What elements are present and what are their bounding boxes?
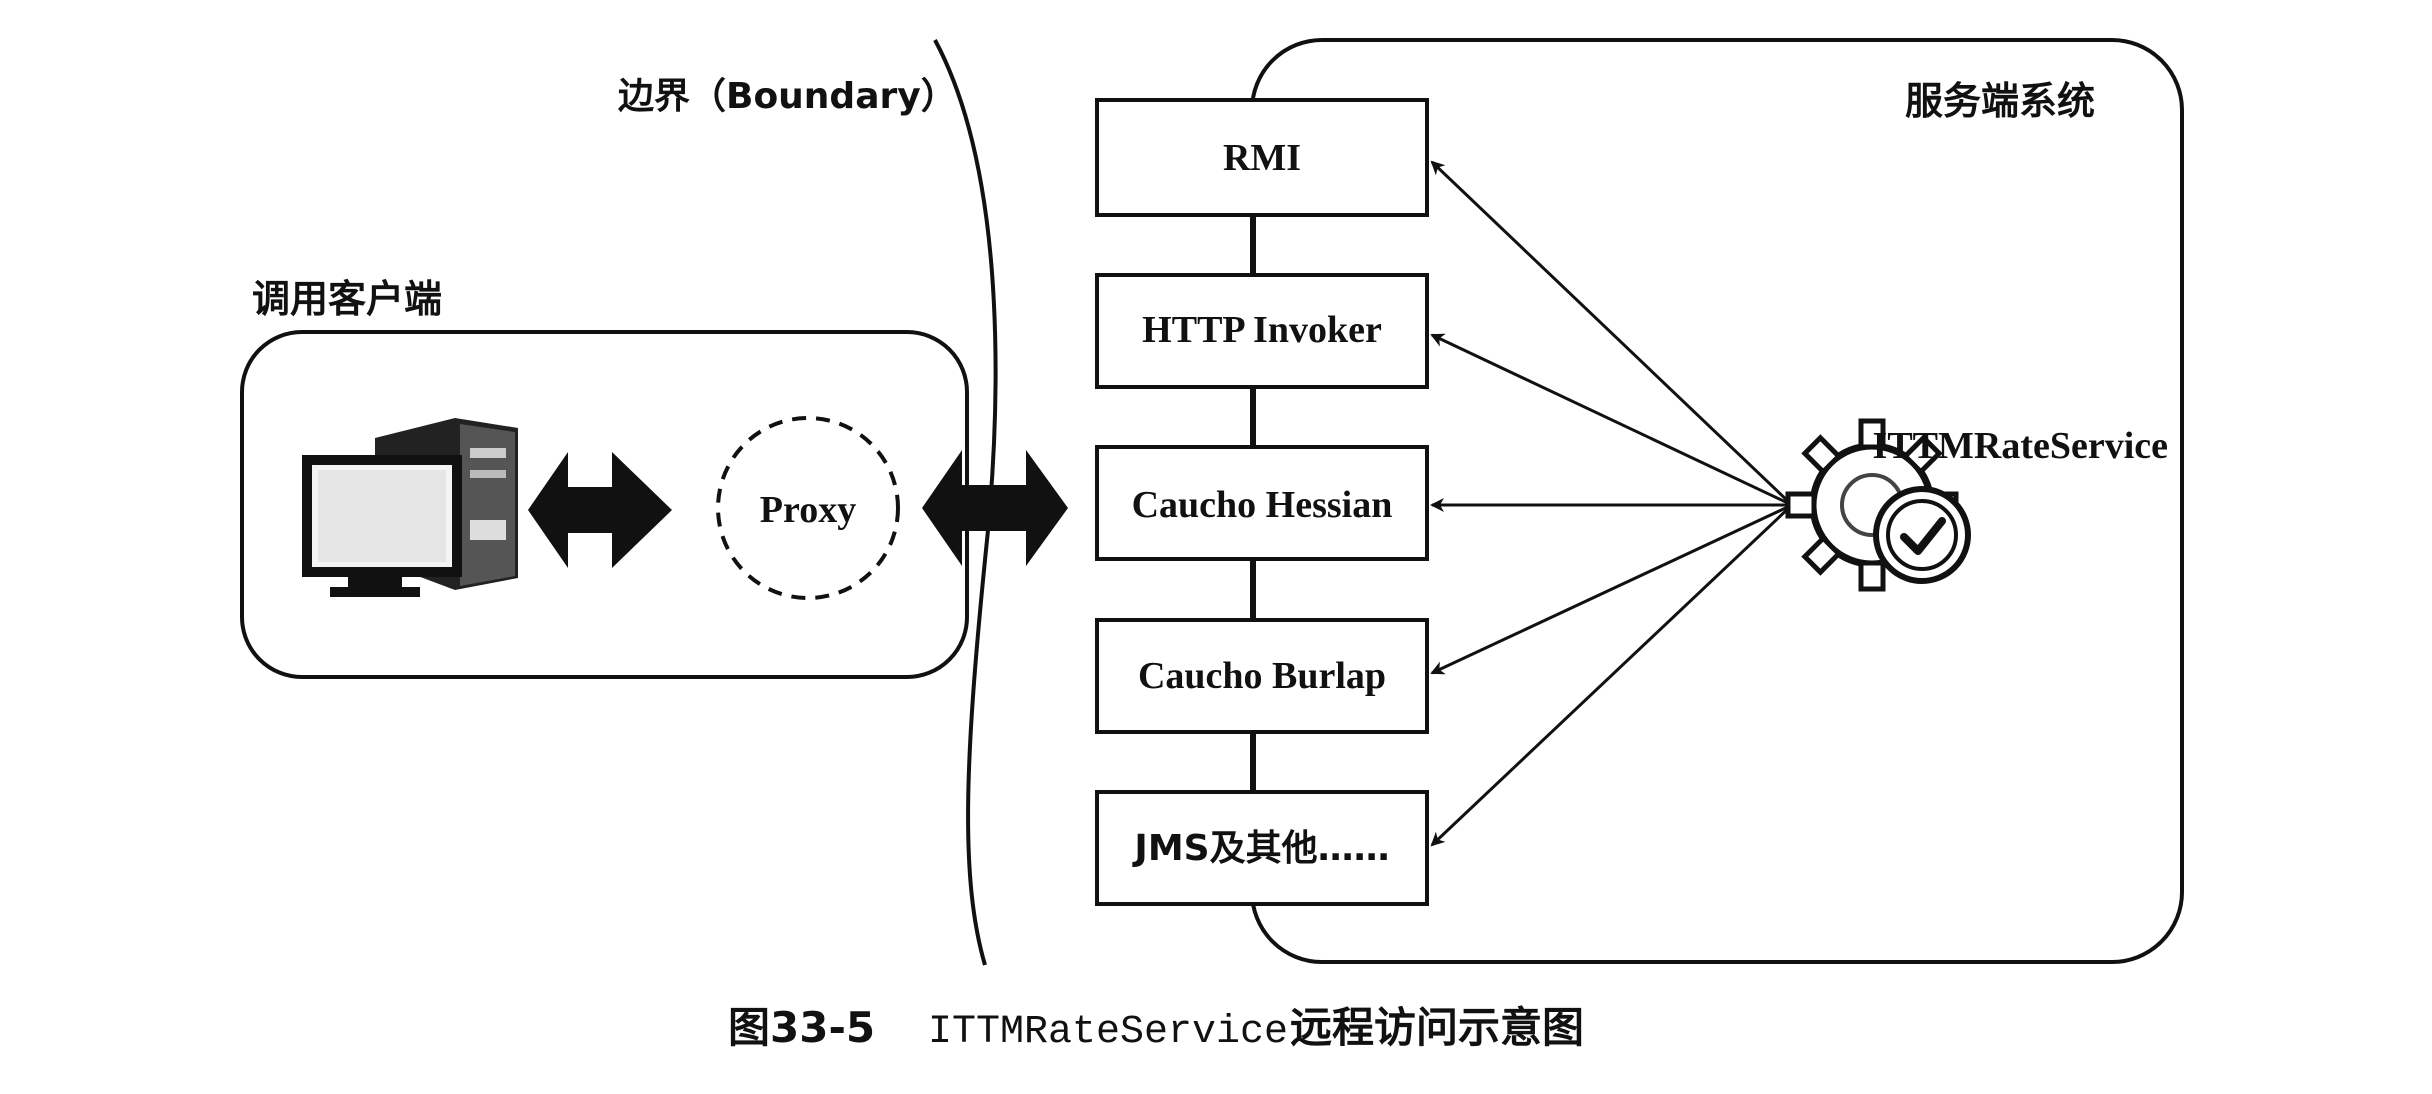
protocol-label: RMI [1223, 137, 1301, 179]
desktop-computer-icon [302, 418, 518, 597]
gear-check-icon [1785, 418, 1971, 592]
arrow-to-rmi [1430, 160, 1794, 507]
protocol-label: JMS及其他…… [1131, 828, 1389, 869]
arrow-to-jms-others [1430, 503, 1794, 847]
caption-code: ITTMRateService [928, 1010, 1288, 1055]
protocol-box-jms-others: JMS及其他…… [1095, 790, 1429, 906]
boundary-label: 边界（Boundary） [618, 76, 957, 117]
caption-figure-number: 图33-5 [728, 1003, 875, 1052]
service-label: ITTMRateService [1873, 425, 2168, 467]
protocol-label: HTTP Invoker [1142, 309, 1382, 351]
arrow-to-http-invoker [1430, 333, 1793, 507]
proxy-label: Proxy [760, 489, 856, 531]
client-label: 调用客户端 [252, 277, 442, 321]
boundary-curve [933, 39, 998, 966]
figure-caption: 图33-5 ITTMRateService 远程访问示意图 [728, 1003, 1584, 1055]
protocol-box-rmi: RMI [1095, 98, 1429, 217]
proxy-circle [716, 416, 900, 600]
protocol-box-caucho-hessian: Caucho Hessian [1095, 445, 1429, 561]
protocol-label: Caucho Hessian [1132, 484, 1393, 526]
protocol-box-http-invoker: HTTP Invoker [1095, 273, 1429, 389]
caption-text: 远程访问示意图 [1290, 1003, 1584, 1052]
boundary-double-arrow [922, 450, 1068, 566]
client-proxy-double-arrow [528, 452, 672, 568]
arrow-to-caucho-burlap [1430, 503, 1793, 675]
protocol-box-caucho-burlap: Caucho Burlap [1095, 618, 1429, 734]
server-system-label: 服务端系统 [1905, 79, 2095, 123]
service-arrows [1430, 160, 1794, 847]
protocol-label: Caucho Burlap [1138, 655, 1386, 697]
